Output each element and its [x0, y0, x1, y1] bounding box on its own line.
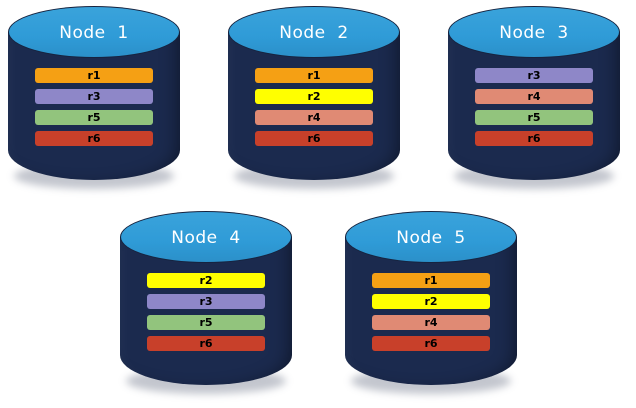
replica-bar[interactable]: r4: [372, 315, 490, 330]
replica-bar[interactable]: r1: [255, 68, 373, 83]
node-1[interactable]: Node 1 r1 r3 r5 r6: [8, 6, 180, 191]
node-label: Node 4: [171, 227, 241, 248]
replica-bar[interactable]: r1: [372, 273, 490, 288]
node-top-ellipse: Node 1: [9, 7, 179, 57]
replica-bar[interactable]: r4: [255, 110, 373, 125]
replica-bar[interactable]: r5: [475, 110, 593, 125]
replica-bar[interactable]: r6: [372, 336, 490, 351]
replica-bar[interactable]: r2: [255, 89, 373, 104]
node-2[interactable]: Node 2 r1 r2 r4 r6: [228, 6, 400, 191]
node-label: Node 5: [396, 227, 466, 248]
replica-bar[interactable]: r2: [147, 273, 265, 288]
replica-bar[interactable]: r4: [475, 89, 593, 104]
replica-bar[interactable]: r5: [35, 110, 153, 125]
replica-bar[interactable]: r5: [147, 315, 265, 330]
replica-bar[interactable]: r1: [35, 68, 153, 83]
replica-bar[interactable]: r6: [475, 131, 593, 146]
replica-bar[interactable]: r3: [147, 294, 265, 309]
replica-bar[interactable]: r3: [35, 89, 153, 104]
replica-list: r1 r2 r4 r6: [345, 273, 517, 351]
replica-list: r1 r2 r4 r6: [228, 68, 400, 146]
node-5[interactable]: Node 5 r1 r2 r4 r6: [345, 211, 517, 396]
node-label: Node 3: [499, 22, 569, 43]
node-label: Node 2: [279, 22, 349, 43]
replica-bar[interactable]: r6: [255, 131, 373, 146]
replica-list: r3 r4 r5 r6: [448, 68, 620, 146]
node-top-ellipse: Node 2: [229, 7, 399, 57]
node-3[interactable]: Node 3 r3 r4 r5 r6: [448, 6, 620, 191]
node-top-ellipse: Node 3: [449, 7, 619, 57]
replica-bar[interactable]: r2: [372, 294, 490, 309]
node-4[interactable]: Node 4 r2 r3 r5 r6: [120, 211, 292, 396]
replica-list: r2 r3 r5 r6: [120, 273, 292, 351]
replica-list: r1 r3 r5 r6: [8, 68, 180, 146]
node-top-ellipse: Node 5: [346, 212, 516, 262]
replica-bar[interactable]: r3: [475, 68, 593, 83]
replica-bar[interactable]: r6: [35, 131, 153, 146]
node-top-ellipse: Node 4: [121, 212, 291, 262]
replica-bar[interactable]: r6: [147, 336, 265, 351]
node-label: Node 1: [59, 22, 129, 43]
